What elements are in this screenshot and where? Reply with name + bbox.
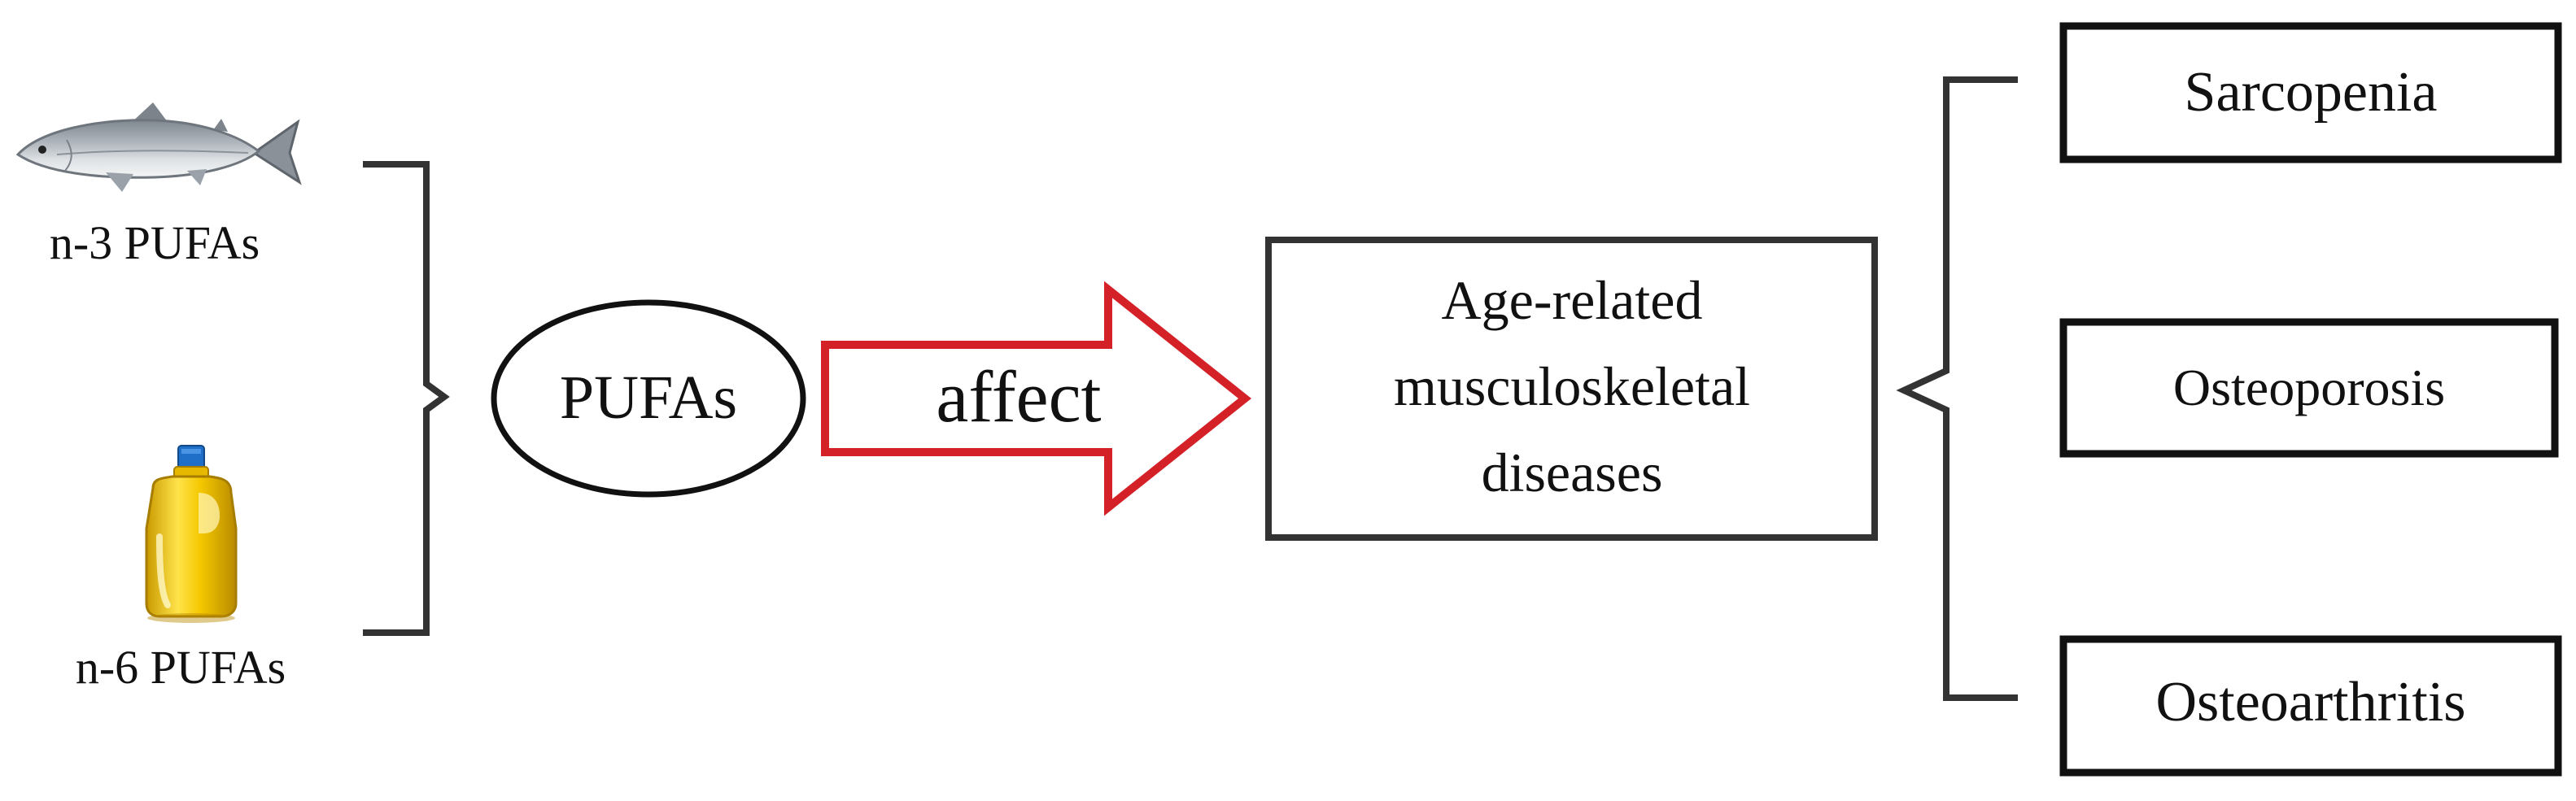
osteoporosis-label: Osteoporosis [2173, 359, 2445, 416]
affect-arrow [821, 281, 1252, 516]
left-bracket [363, 161, 450, 636]
sarcopenia-box [2059, 22, 2562, 163]
target-box [1265, 237, 1878, 541]
oil-bottle-icon [145, 445, 238, 623]
sarcopenia-label: Sarcopenia [2185, 61, 2438, 124]
osteoarthritis-box [2059, 635, 2562, 777]
right-bracket [1896, 76, 2018, 701]
osteoarthritis-label: Osteoarthritis [2155, 671, 2465, 734]
fish-icon [15, 102, 302, 192]
n3-pufas-label: n-3 PUFAs [50, 216, 260, 269]
osteoporosis-box [2059, 318, 2559, 458]
pufas-ellipse [491, 299, 806, 498]
affect-label: affect [936, 357, 1101, 438]
outcome-sarcopenia: Sarcopenia [2059, 22, 2562, 163]
target-line-2: musculoskeletal [1394, 355, 1750, 417]
outcome-osteoarthritis: Osteoarthritis [2059, 635, 2562, 777]
target-line-1: Age-related [1442, 269, 1703, 331]
n6-pufas-label: n-6 PUFAs [76, 641, 286, 694]
outcome-osteoporosis: Osteoporosis [2059, 318, 2559, 458]
target-line-3: diseases [1482, 442, 1663, 503]
pufas-label: PUFAs [560, 363, 737, 432]
